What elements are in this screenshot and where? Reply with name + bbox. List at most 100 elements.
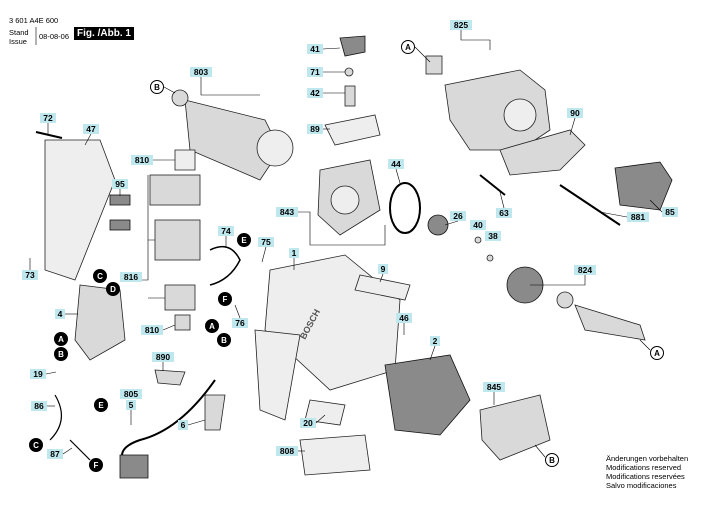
leader-44 bbox=[395, 168, 401, 184]
callout-e-mid: E bbox=[237, 233, 251, 247]
callout-a-right: A bbox=[650, 346, 664, 360]
callout-a-left: A bbox=[54, 332, 68, 346]
leader-41 bbox=[322, 47, 341, 50]
callout-c-lower: C bbox=[29, 438, 43, 452]
svg-text:E: E bbox=[241, 236, 247, 245]
note-es: Salvo modificaciones bbox=[606, 481, 677, 490]
cable-clamp bbox=[154, 369, 186, 386]
svg-text:26: 26 bbox=[453, 211, 463, 221]
part-label-76: 76 bbox=[232, 318, 248, 328]
leader-9 bbox=[379, 273, 384, 283]
part-label-890: 890 bbox=[152, 352, 174, 362]
bearing-a bbox=[425, 55, 443, 75]
leader-26 bbox=[444, 220, 459, 226]
cover-plate bbox=[324, 114, 381, 146]
part-label-47: 47 bbox=[83, 124, 99, 134]
part-label-810-lower: 810 bbox=[141, 325, 163, 335]
leader-63 bbox=[499, 191, 505, 209]
spring-clip bbox=[209, 245, 241, 286]
part-label-803: 803 bbox=[190, 67, 212, 77]
svg-text:46: 46 bbox=[399, 313, 409, 323]
chuck-key-shaft bbox=[559, 184, 621, 226]
svg-text:72: 72 bbox=[43, 113, 53, 123]
leader-75 bbox=[261, 246, 267, 263]
leader-87 bbox=[62, 447, 73, 455]
svg-text:74: 74 bbox=[221, 226, 231, 236]
part-label-42: 42 bbox=[307, 88, 323, 98]
part-label-86: 86 bbox=[31, 401, 47, 411]
field-coil bbox=[384, 354, 471, 436]
brush-holder-mid bbox=[154, 219, 201, 261]
svg-text:808: 808 bbox=[280, 446, 294, 456]
leader-6 bbox=[187, 419, 206, 426]
leader-47 bbox=[84, 133, 92, 146]
svg-text:C: C bbox=[97, 272, 103, 281]
housing-bore bbox=[503, 98, 537, 132]
leader-20 bbox=[315, 414, 326, 424]
jumper-wire bbox=[69, 439, 91, 461]
svg-text:44: 44 bbox=[391, 159, 401, 169]
leader-76 bbox=[234, 304, 241, 319]
svg-text:810: 810 bbox=[135, 155, 149, 165]
leader-816 bbox=[142, 175, 165, 299]
part-label-72: 72 bbox=[40, 113, 56, 123]
svg-text:76: 76 bbox=[235, 318, 245, 328]
spindle-bearing bbox=[556, 291, 574, 309]
svg-text:85: 85 bbox=[665, 207, 675, 217]
svg-text:71: 71 bbox=[310, 67, 320, 77]
small-gear bbox=[427, 214, 449, 236]
part-label-19: 19 bbox=[30, 369, 46, 379]
leader-810-lower bbox=[162, 324, 176, 331]
o-ring bbox=[389, 182, 421, 234]
svg-text:4: 4 bbox=[58, 309, 63, 319]
instruction-card bbox=[299, 434, 371, 476]
svg-text:803: 803 bbox=[194, 67, 208, 77]
slider bbox=[344, 85, 356, 107]
svg-text:B: B bbox=[221, 336, 227, 345]
callout-c-left: C bbox=[93, 269, 107, 283]
leader-19 bbox=[45, 371, 57, 375]
leader-85 bbox=[649, 199, 663, 213]
leader-90 bbox=[569, 117, 576, 136]
capacitor bbox=[174, 314, 191, 331]
svg-text:6: 6 bbox=[181, 420, 186, 430]
leader-2 bbox=[429, 345, 436, 361]
svg-text:38: 38 bbox=[488, 231, 498, 241]
svg-text:86: 86 bbox=[34, 401, 44, 411]
drill-spindle bbox=[574, 304, 646, 341]
part-label-73: 73 bbox=[22, 270, 38, 280]
part-label-46: 46 bbox=[396, 313, 412, 323]
svg-text:825: 825 bbox=[454, 20, 468, 30]
brush-holder-top bbox=[149, 174, 201, 206]
svg-text:A: A bbox=[405, 43, 411, 52]
part-label-824: 824 bbox=[574, 265, 596, 275]
screw-63 bbox=[479, 174, 506, 196]
part-label-808: 808 bbox=[276, 446, 298, 456]
svg-text:810: 810 bbox=[145, 325, 159, 335]
leader-803 bbox=[200, 77, 260, 96]
svg-text:845: 845 bbox=[487, 382, 501, 392]
leader-881 bbox=[599, 211, 628, 218]
callout-b-top: B bbox=[150, 80, 164, 94]
callout-a-mid: A bbox=[205, 319, 219, 333]
switch bbox=[74, 284, 126, 361]
svg-text:47: 47 bbox=[86, 124, 96, 134]
part-label-41: 41 bbox=[307, 44, 323, 54]
part-label-74: 74 bbox=[218, 226, 234, 236]
svg-text:D: D bbox=[110, 285, 116, 294]
label-plate bbox=[354, 274, 411, 301]
leader-b-top bbox=[163, 86, 176, 94]
doc-number: 3 601 A4E 600 bbox=[9, 16, 59, 25]
svg-text:41: 41 bbox=[310, 44, 320, 54]
issue-date: 08-08-06 bbox=[39, 32, 70, 41]
part-label-1: 1 bbox=[289, 248, 299, 258]
leader-843 bbox=[298, 211, 386, 246]
mains-plug bbox=[119, 454, 149, 479]
svg-text:A: A bbox=[654, 349, 660, 358]
switch-knob bbox=[339, 35, 366, 57]
handle-grip bbox=[254, 329, 301, 421]
screw-72 bbox=[35, 131, 63, 139]
svg-text:95: 95 bbox=[115, 179, 125, 189]
spring bbox=[344, 67, 354, 77]
carbon-brush-2 bbox=[109, 219, 131, 231]
